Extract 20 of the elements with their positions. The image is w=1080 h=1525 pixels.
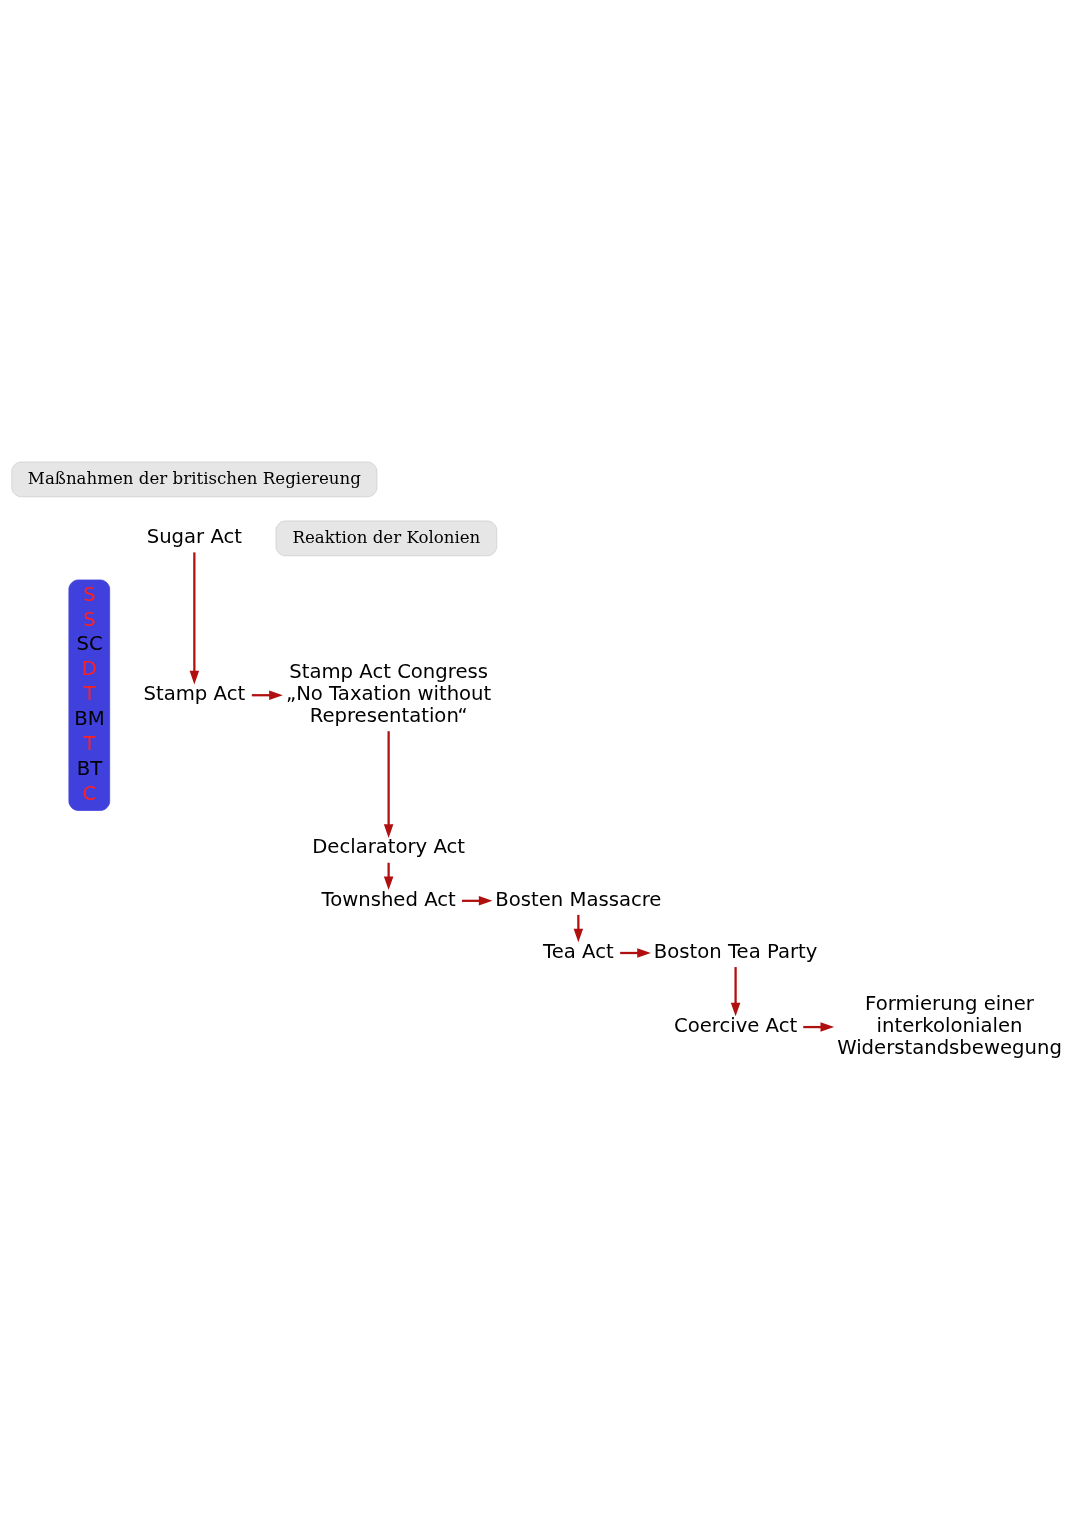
arrow <box>383 862 394 891</box>
node-text: Sugar Act <box>146 525 243 549</box>
node-box: S S SC D T BM T BT C <box>68 579 111 811</box>
arrow <box>189 552 200 685</box>
node-text: Stamp Act <box>143 681 246 705</box>
node-text: Townshed Act <box>321 887 456 911</box>
node-box: Maßnahmen der britischen Regiereung <box>11 461 378 498</box>
node-text: Coercive Act <box>673 1013 798 1037</box>
arrow <box>251 690 283 700</box>
arrow <box>803 1022 835 1032</box>
node-box: Reaktion der Kolonien <box>275 520 498 557</box>
node-text: Declaratory Act <box>312 835 466 859</box>
node-text: Stamp Act Congress „No Taxation without Representation“ <box>285 660 492 727</box>
arrow <box>730 967 741 1017</box>
arrow <box>383 731 394 838</box>
node-text: Bosten Massacre <box>495 887 662 911</box>
node-text: Boston Tea Party <box>653 939 818 963</box>
node-text: Tea Act <box>543 939 614 963</box>
arrow <box>620 948 651 958</box>
node-text: Formierung einer interkolonialen Widerstandsbewegung <box>837 991 1062 1059</box>
